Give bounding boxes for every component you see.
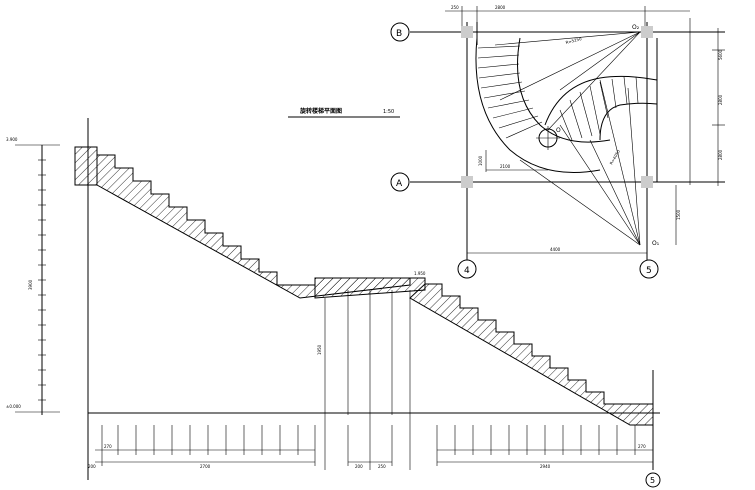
section-height-total: 3900 [28, 279, 33, 290]
axis-label-a: A [396, 179, 403, 189]
section-left-end: 200 [88, 464, 96, 469]
plan-point-o: O [556, 127, 561, 134]
axis-bubble-4 [457, 259, 477, 279]
axis-label-4: 4 [464, 266, 470, 276]
section-landing-b: 250 [378, 464, 386, 469]
section-elev-top: 3.900 [6, 137, 18, 142]
plan-treads-right [559, 76, 648, 141]
section-mid-height: 1950 [317, 344, 322, 355]
section-view: 3.900 ±0.000 3900 [6, 118, 661, 488]
plan-title: 旋转楼梯平面图 [299, 107, 342, 115]
plan-dim-left-small: 1000 [478, 155, 483, 166]
plan-radius-r1: R=5250 [565, 36, 582, 45]
section-bottom-dims-right: 2940 270 [436, 425, 653, 469]
section-top-beam [74, 146, 98, 186]
plan-scale: 1:50 [383, 109, 394, 115]
axis-label-5: 5 [646, 266, 652, 276]
plan-treads-left [477, 45, 543, 139]
plan-dim-right-a: 5600 [718, 49, 723, 60]
axis-label-b: B [396, 29, 402, 39]
stair-upper-outer-arc [599, 102, 658, 141]
section-landing-elev: 1.950 [414, 271, 426, 276]
section-left-flight [96, 154, 411, 299]
axis-bubble-a [390, 172, 410, 192]
column-b4 [461, 26, 473, 38]
plan-dim-top-b: 2800 [495, 5, 506, 10]
section-left-ticks [38, 159, 46, 401]
column-a5 [641, 176, 653, 188]
section-step-w: 270 [104, 444, 112, 449]
axis-bubble-b [390, 22, 410, 42]
axis-bubble-5 [639, 259, 659, 279]
plan-radial-lines [494, 31, 641, 246]
plan-dim-right-b: 2800 [718, 94, 723, 105]
plan-radius-r2: R=4050 [609, 148, 622, 165]
section-right-flight [409, 283, 654, 426]
section-right-end: 270 [638, 444, 646, 449]
stair-inner-arc [517, 37, 611, 143]
plan-view: 250 2800 B A 4 5 [390, 5, 725, 279]
section-bottom-dims-left: 270 200 2700 [88, 425, 316, 469]
plan-dim-top-a: 250 [451, 5, 459, 10]
section-right-run: 2940 [540, 464, 551, 469]
section-axis-bubble-5 [645, 472, 661, 488]
plan-point-o2: O₂ [632, 24, 640, 31]
section-bottom-dims-mid: 200 250 [347, 425, 393, 469]
section-landing-a: 200 [355, 464, 363, 469]
column-b5 [641, 26, 653, 38]
section-elev-bottom: ±0.000 [6, 404, 21, 409]
plan-dim-bottom: 4400 [550, 247, 561, 252]
column-a4 [461, 176, 473, 188]
stair-outer-arc [475, 37, 601, 173]
plan-dim-right-d: 1500 [676, 209, 681, 220]
stair-upper-inner-arc [544, 75, 658, 126]
section-axis-5: 5 [650, 476, 655, 485]
plan-dim-right-c: 2800 [718, 149, 723, 160]
plan-dim-mid-small: 2100 [500, 164, 511, 169]
section-left-run: 2700 [200, 464, 211, 469]
plan-point-o1: O₁ [652, 240, 660, 247]
